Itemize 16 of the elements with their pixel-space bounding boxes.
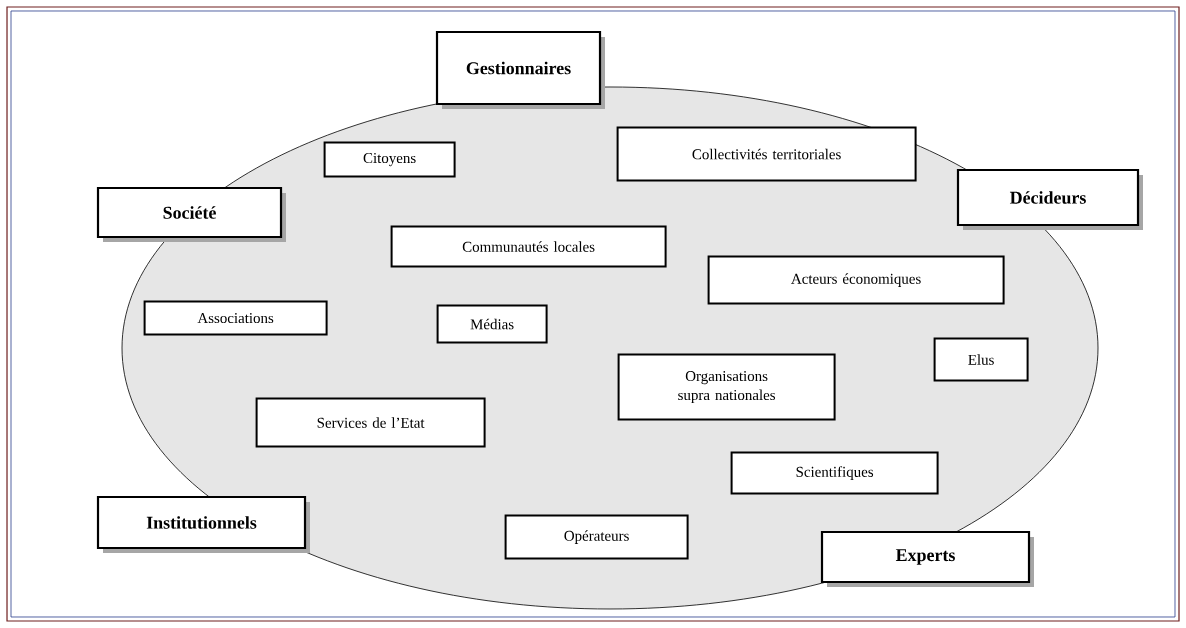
category-box: Gestionnaires [435,30,605,109]
category-box: Experts [820,530,1034,587]
actor-box: Communautés locales [390,225,667,268]
actor-box: Acteurs économiques [707,255,1005,305]
category-box: Institutionnels [96,495,310,553]
actor-box: Scientifiques [730,451,939,495]
actor-box: Opérateurs [504,514,689,560]
actor-box: Services de l’Etat [255,397,486,448]
actor-box: Elus [933,337,1029,382]
actor-box: Organisations supra nationales [617,353,836,421]
category-box: Société [96,186,286,242]
actor-box: Associations [143,300,328,336]
actor-box: Médias [436,304,548,344]
category-box: Décideurs [956,168,1143,230]
actor-box: Citoyens [323,141,456,178]
actor-box: Collectivités territoriales [616,126,917,182]
